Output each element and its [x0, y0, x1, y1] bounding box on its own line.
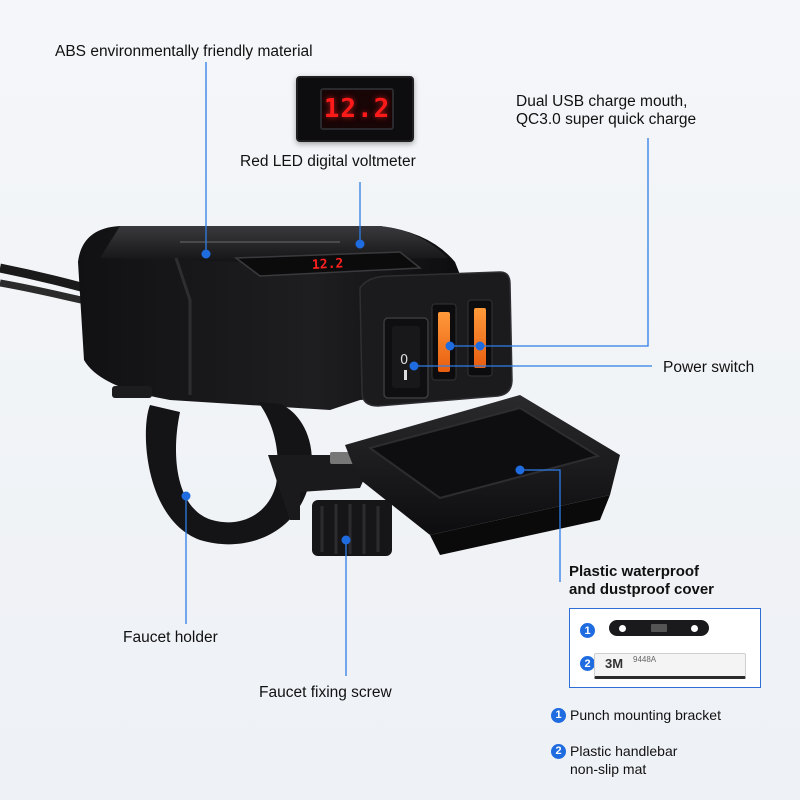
- legend-item-mat: 2 Plastic handlebar: [551, 743, 677, 759]
- badge-two-icon: 2: [580, 656, 595, 671]
- badge-one-icon: 1: [580, 623, 595, 638]
- callout-usb-line2: QC3.0 super quick charge: [516, 111, 697, 128]
- mat-brand: 3M: [605, 656, 624, 671]
- legend-mat-label-line1: Plastic handlebar: [570, 743, 678, 759]
- svg-text:12.2: 12.2: [312, 256, 344, 273]
- legend-bracket-label: Punch mounting bracket: [570, 707, 721, 723]
- callout-power-switch: Power switch: [663, 359, 755, 376]
- legend-badge-one-icon: 1: [551, 707, 566, 723]
- legend-item-bracket: 1 Punch mounting bracket: [551, 707, 721, 723]
- voltmeter-window: [233, 251, 423, 277]
- callout-faucet-screw: Faucet fixing screw: [259, 684, 392, 701]
- non-slip-mat-image: 3M 9448A: [594, 653, 746, 679]
- callout-voltmeter: Red LED digital voltmeter: [240, 153, 416, 170]
- legend-mat-label-line2: non-slip mat: [570, 761, 647, 777]
- clamp-ring: [145, 402, 312, 545]
- voltmeter-closeup: 12.2: [296, 76, 414, 142]
- callout-abs-material: ABS environmentally friendly material: [55, 43, 313, 60]
- voltmeter-display: 12.2: [320, 88, 394, 130]
- svg-text:0: 0: [400, 353, 408, 368]
- callout-cover-line1: Plastic waterproof: [569, 563, 700, 580]
- accessories-box: 1 2 3M 9448A: [569, 608, 761, 688]
- mounting-bracket-image: [609, 620, 709, 636]
- fixing-screw: [268, 455, 368, 520]
- mat-code: 9448A: [633, 655, 657, 664]
- callout-usb-line1: Dual USB charge mouth,: [516, 93, 688, 110]
- callout-cover-line2: and dustproof cover: [569, 581, 715, 598]
- legend-badge-two-icon: 2: [551, 743, 566, 759]
- callout-faucet-holder: Faucet holder: [123, 629, 218, 646]
